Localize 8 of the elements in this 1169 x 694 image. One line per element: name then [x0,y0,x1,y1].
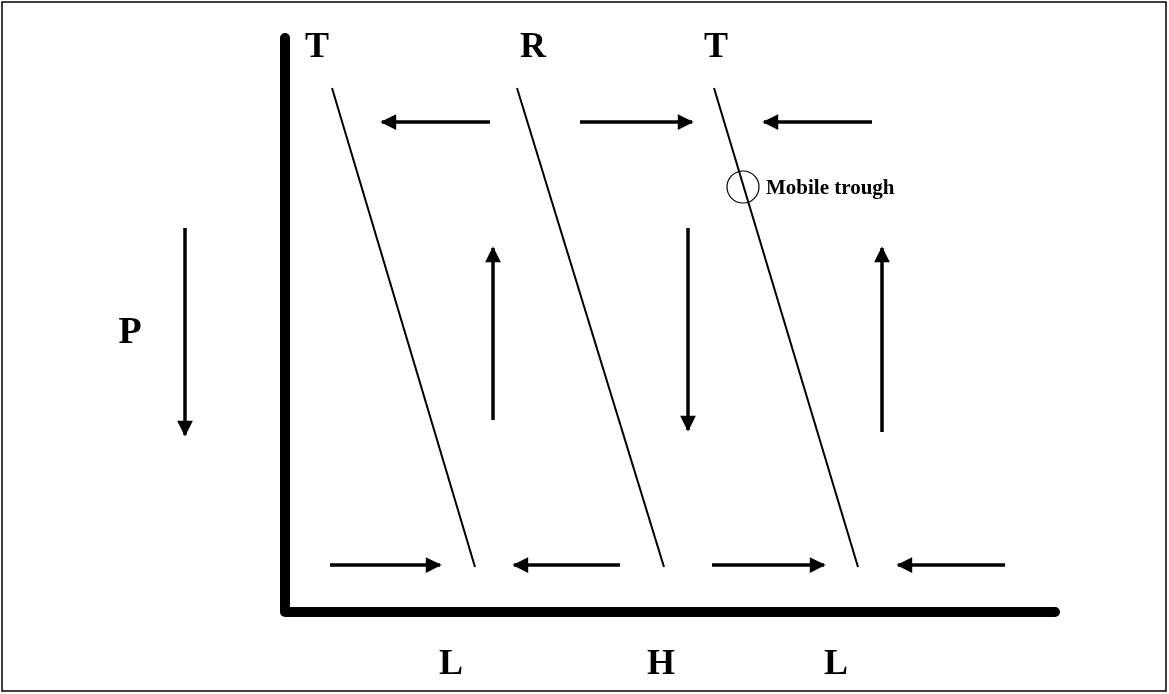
annotation-text: Mobile trough [766,176,895,198]
axis-letter: L [824,644,848,680]
axis-letter: R [520,27,546,63]
axis-letter: H [647,644,675,680]
axis-letter: T [305,27,329,63]
axis-letter: P [118,311,142,349]
axis-letter: T [704,27,728,63]
axis-letter: L [439,644,463,680]
